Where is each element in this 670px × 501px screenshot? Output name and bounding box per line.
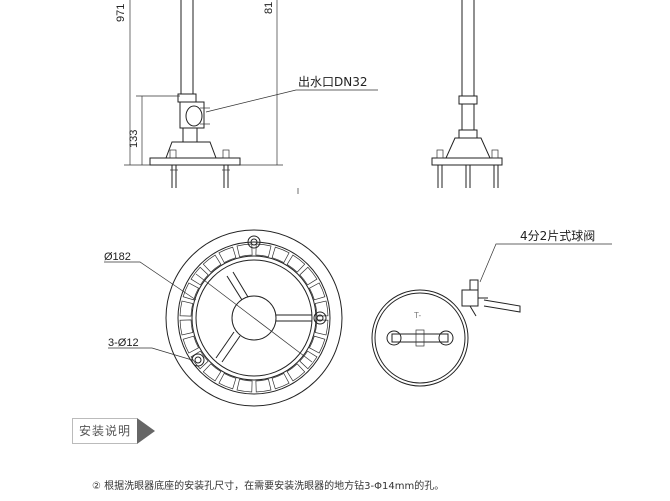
triangle-arrow-icon: [137, 418, 156, 444]
flange-slot: [190, 350, 209, 370]
dimension-971: 971: [115, 4, 127, 22]
flange-slot: [314, 300, 329, 317]
flange-slot: [286, 254, 306, 273]
flange-slot: [202, 254, 222, 273]
dimension-81: 81: [263, 2, 275, 14]
svg-text:T-: T-: [414, 311, 421, 320]
flange-slot: [182, 282, 199, 301]
holes-label: 3-Ø12: [108, 337, 139, 349]
outlet-label: 出水口DN32: [298, 75, 368, 89]
flange-slot: [236, 378, 253, 393]
flange-slot: [218, 246, 237, 263]
flange-slot: [309, 282, 326, 301]
flange-slot: [202, 363, 222, 382]
flange-slot: [179, 300, 194, 317]
flange-slot: [271, 373, 290, 390]
flange-plan-view: Ø182 3-Ø12: [104, 229, 343, 407]
flange-slot: [271, 246, 290, 263]
flange-slot: [179, 319, 194, 336]
section-title: 安装说明: [72, 418, 138, 444]
flange-slot: [299, 266, 318, 286]
flange-slot: [218, 373, 237, 390]
install-note: ② 根据洗眼器底座的安装孔尺寸，在需要安装洗眼器的地方钻3-Φ14mm的孔。: [92, 481, 445, 492]
left-elevation-view: 971 133 81 出水口DN32: [115, 0, 378, 194]
section-tag: 安装说明: [72, 418, 156, 444]
flange-slot: [299, 350, 318, 370]
flange-slot: [190, 266, 209, 286]
flange-slot: [314, 319, 329, 336]
flange-slot: [255, 243, 272, 258]
diameter-182-label: Ø182: [104, 251, 131, 263]
flange-slot: [286, 363, 306, 382]
flange-slot: [309, 335, 326, 354]
flange-slot: [255, 378, 272, 393]
right-elevation-view: [431, 0, 503, 188]
ball-valve-label: 4分2片式球阀: [520, 229, 595, 243]
valve-plan-view: T- 4分2片式球阀: [371, 229, 612, 387]
dimension-133: 133: [128, 130, 140, 148]
flange-slot: [182, 335, 199, 354]
